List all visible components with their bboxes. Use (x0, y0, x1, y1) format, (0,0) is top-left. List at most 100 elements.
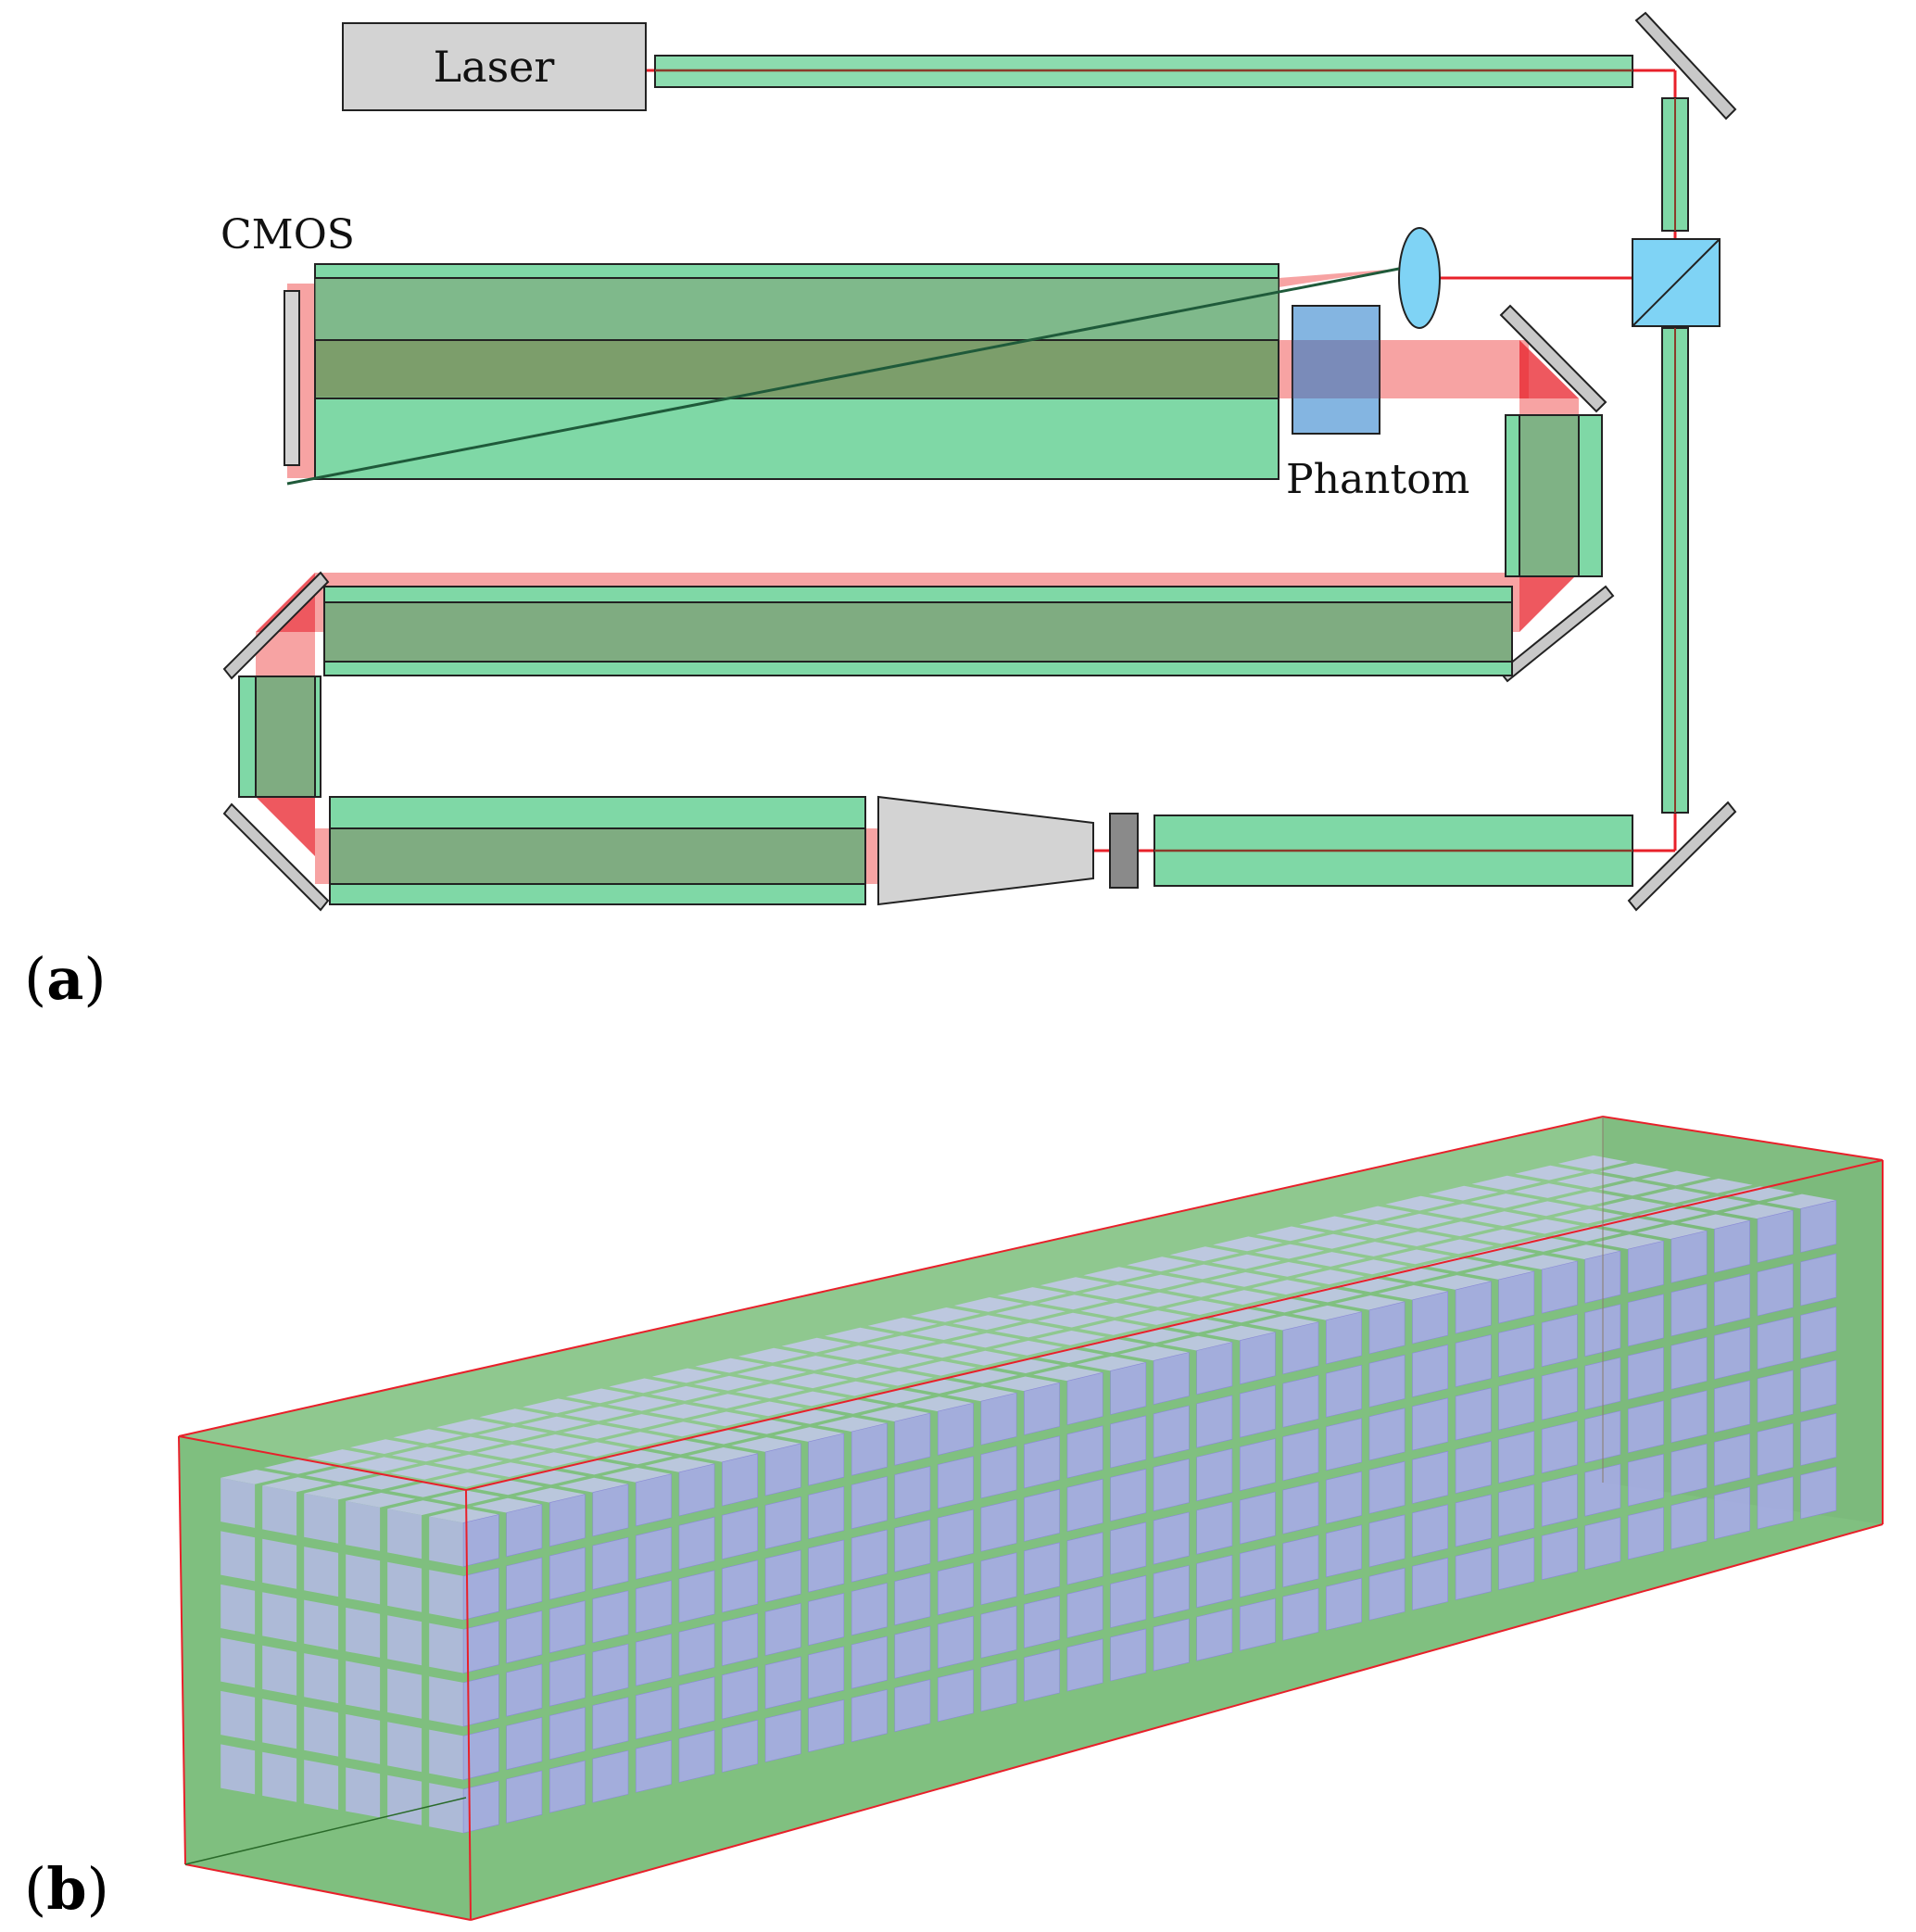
cube-top-face (1040, 1277, 1110, 1292)
cube-top-face (391, 1446, 461, 1462)
cube-top-face (1640, 1188, 1710, 1204)
cube-top-face (564, 1406, 635, 1421)
cube-top-face (1595, 1217, 1666, 1231)
cube-top-face (646, 1439, 716, 1455)
cube-front-face (1455, 1387, 1492, 1441)
cube-front-face (1800, 1200, 1837, 1253)
cube-front-face (764, 1496, 801, 1549)
cube-front-face (678, 1516, 715, 1570)
cube-top-face (1039, 1294, 1109, 1310)
cube-front-face (722, 1506, 759, 1559)
cube-front-face (1066, 1532, 1103, 1585)
cube-front-face (1153, 1511, 1190, 1565)
cube-front-face (1714, 1219, 1750, 1273)
cube-side-face (346, 1500, 381, 1551)
cube-top-face (1211, 1254, 1281, 1269)
box-edges (178, 1115, 1884, 1921)
cube-top-face (903, 1396, 974, 1412)
cube-front-face (1326, 1577, 1362, 1631)
cube-top-face (689, 1429, 760, 1445)
laser-box (342, 22, 647, 111)
cube-top-face (1380, 1249, 1451, 1265)
cube-front-face (764, 1710, 801, 1762)
cube-front-face (1282, 1321, 1319, 1375)
cube-top-face (695, 1357, 765, 1373)
cube-top-face (436, 1419, 507, 1434)
cube-front-face (722, 1719, 759, 1773)
cube-front-face (980, 1605, 1017, 1659)
cube-front-face (506, 1504, 543, 1558)
cube-top-face (1127, 1256, 1197, 1272)
cube-top-face (1421, 1275, 1492, 1290)
cube-top-face (520, 1434, 590, 1449)
cube-front-face (548, 1707, 586, 1761)
cube-top-face (692, 1394, 763, 1408)
panel-a-label: (a) (24, 945, 107, 1013)
cube-side-face (387, 1615, 422, 1666)
cube-side-face (387, 1509, 422, 1559)
cube-front-face (808, 1433, 845, 1486)
cube-top-face (304, 1484, 374, 1500)
cube-top-face (866, 1335, 937, 1350)
cube-front-face (1714, 1273, 1750, 1327)
cube-front-face (636, 1739, 672, 1793)
cube-side-face (304, 1547, 339, 1597)
cube-top-face (1467, 1229, 1537, 1244)
cube-top-face (1122, 1310, 1192, 1325)
cube-top-face (1078, 1338, 1148, 1354)
cube-top-face (1508, 1236, 1579, 1252)
cube-front-face (1196, 1608, 1233, 1661)
cube-front-face (1412, 1344, 1448, 1397)
cube-front-face (1240, 1332, 1276, 1385)
cube-front-face (1066, 1478, 1103, 1532)
cube-side-face (262, 1592, 297, 1643)
cube-top-face (1342, 1206, 1412, 1221)
cube-side-face (429, 1516, 464, 1567)
cube-front-face (592, 1697, 629, 1750)
mirror-bottom-right (1627, 801, 1737, 912)
cube-side-face (304, 1760, 339, 1811)
cube-top-face (734, 1401, 804, 1417)
cube-top-face (603, 1449, 674, 1465)
cube-front-face (1412, 1557, 1448, 1610)
cube-top-face (221, 1470, 291, 1484)
cube-front-face (636, 1686, 672, 1740)
cube-front-face (937, 1509, 974, 1562)
panel-a: Laser (24, 11, 1737, 1013)
cube-top-face (1297, 1233, 1368, 1249)
cube-top-face (516, 1470, 586, 1485)
laser-label: Laser (434, 42, 555, 92)
cube-front-face (1670, 1390, 1708, 1444)
cube-top-face (1552, 1227, 1622, 1242)
cube-top-face (1378, 1285, 1448, 1300)
cube-front-face (1498, 1270, 1535, 1324)
cube-top-face (1557, 1155, 1628, 1170)
cube-top-face (1078, 1320, 1149, 1335)
cube-top-face (1513, 1183, 1583, 1198)
cube-top-face (263, 1459, 334, 1474)
phantom-label: Phantom (1286, 456, 1469, 503)
cube-front-face (678, 1729, 715, 1783)
cube-front-face (506, 1663, 543, 1717)
cube-side-face (346, 1713, 381, 1764)
cube-front-face (506, 1717, 543, 1771)
cube-front-face (592, 1749, 629, 1803)
cube-top-face (476, 1444, 547, 1459)
cube-top-face (393, 1429, 463, 1444)
cube-front-face (506, 1557, 543, 1610)
cube-front-face (764, 1603, 801, 1656)
cube-front-face (1714, 1433, 1750, 1486)
cube-top-face (1164, 1318, 1234, 1333)
cube-front-face (1412, 1397, 1448, 1451)
cube-front-face (1757, 1209, 1794, 1263)
cube-top-face (1125, 1274, 1195, 1290)
cube-front-face (980, 1446, 1017, 1499)
cube-side-face (429, 1729, 464, 1780)
cube-front-face (1628, 1400, 1664, 1454)
cube-front-face (1628, 1294, 1664, 1347)
cube-front-face (636, 1580, 672, 1634)
cube-side-face (221, 1744, 256, 1795)
cube-front-face (1153, 1405, 1190, 1458)
cube-front-face (548, 1760, 586, 1813)
cube-front-face (1412, 1291, 1448, 1345)
